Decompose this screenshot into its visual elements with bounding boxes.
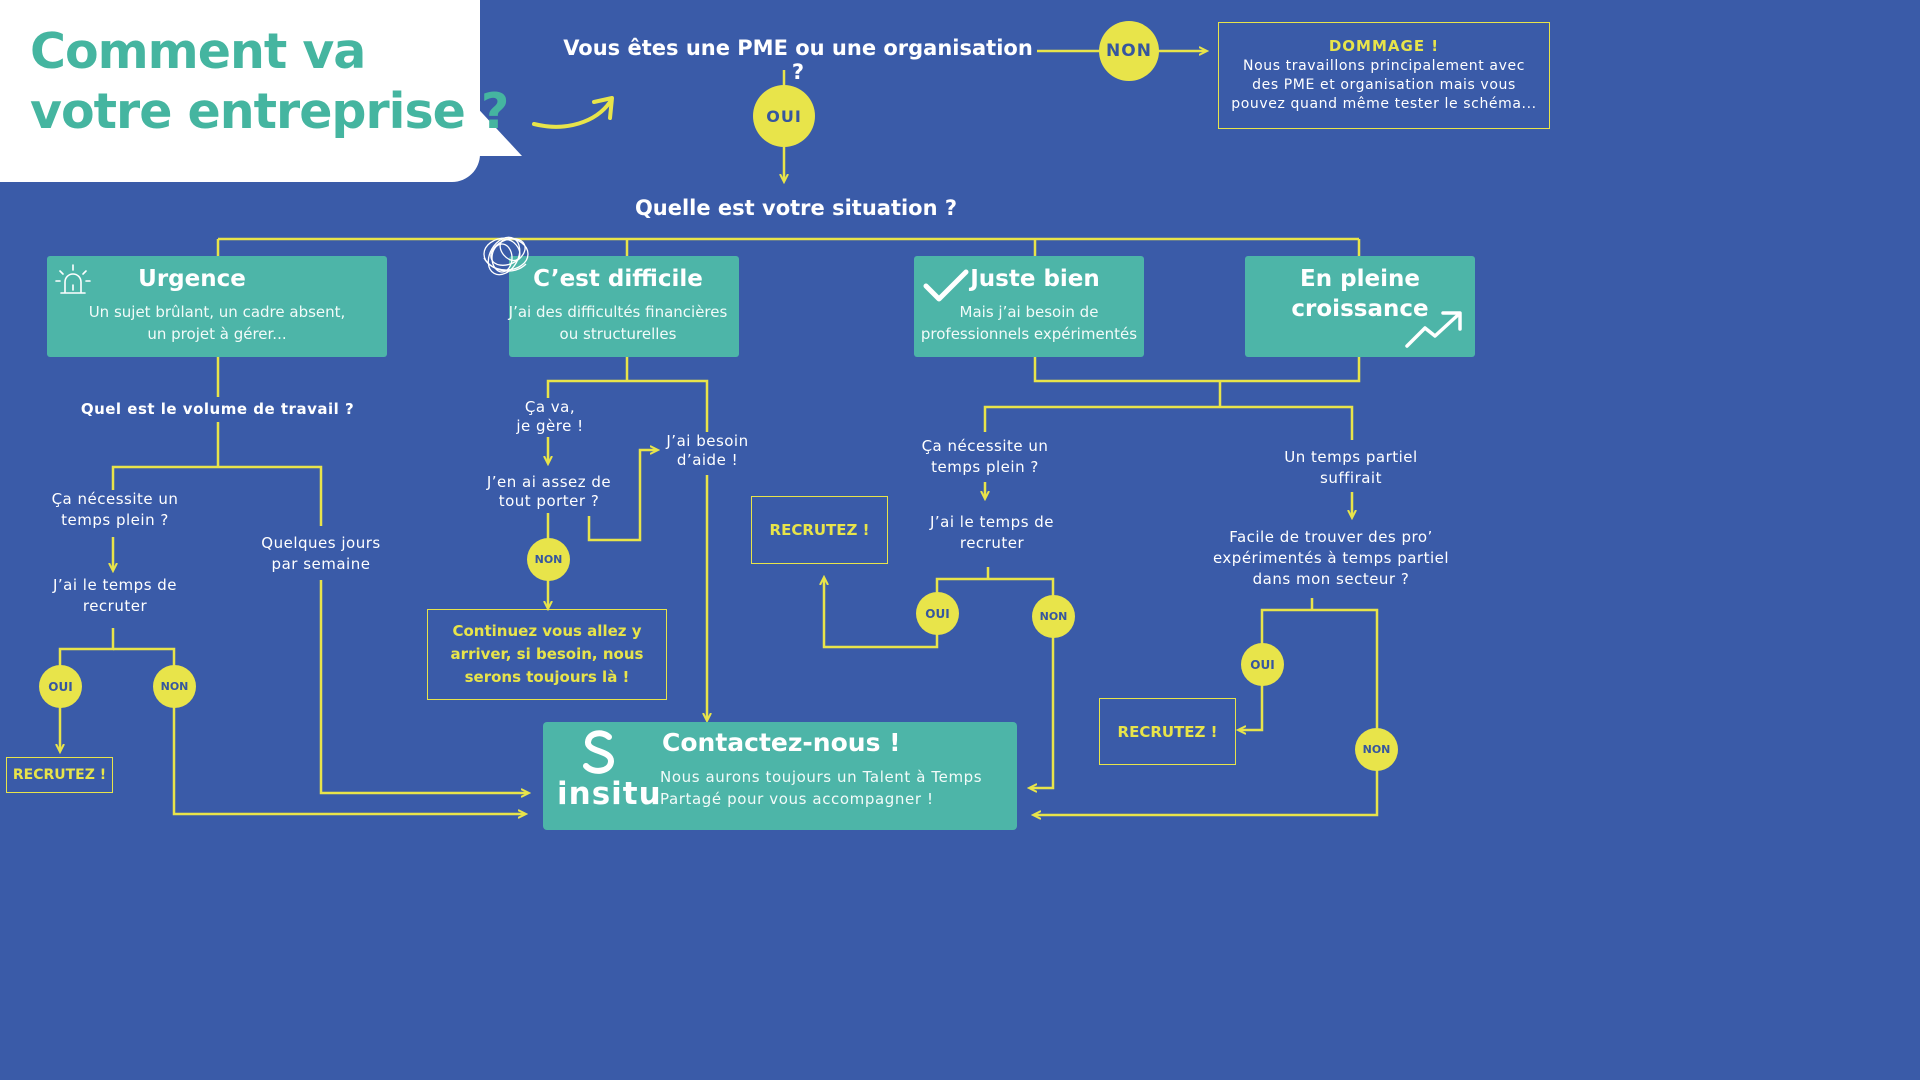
urgence-jours-line-2: par semaine <box>271 555 371 573</box>
bubble-tail <box>470 100 522 156</box>
facile-text: Facile de trouver des pro’ expérimentés … <box>1195 527 1467 590</box>
difficile-cava-line-1: Ça va, <box>524 398 576 416</box>
dommage-box: DOMMAGE ! Nous travaillons principalemen… <box>1218 22 1550 129</box>
circle-non-difficile: NON <box>527 538 570 581</box>
difficile-assez-line-2: tout porter ? <box>498 492 600 510</box>
card-croissance-title-2: croissance <box>1291 296 1429 322</box>
dommage-title: DOMMAGE ! <box>1328 37 1440 55</box>
contact-text: Nous aurons toujours un Talent à Temps P… <box>660 766 982 810</box>
scribble-icon <box>483 236 529 276</box>
recrutez-box-urgence: RECRUTEZ ! <box>6 757 113 793</box>
card-urgence-sub-1: Un sujet brûlant, un cadre absent, <box>88 303 346 321</box>
question-volume: Quel est le volume de travail ? <box>80 400 355 418</box>
urgence-jours-text: Quelques jours par semaine <box>236 533 406 575</box>
title-bubble <box>0 0 480 182</box>
question-situation: Quelle est votre situation ? <box>634 196 958 220</box>
card-difficile: C’est difficile J’ai des difficultés fin… <box>509 256 739 357</box>
facile-line-3: dans mon secteur ? <box>1252 570 1410 588</box>
card-difficile-sub-2: ou structurelles <box>559 325 677 343</box>
circle-non-partiel: NON <box>1355 728 1398 771</box>
card-difficile-title: C’est difficile <box>533 266 703 292</box>
partiel-line-2: suffirait <box>1320 469 1382 487</box>
juste-plein-line-2: temps plein ? <box>931 458 1039 476</box>
recrutez-box-partiel: RECRUTEZ ! <box>1099 698 1236 765</box>
partiel-line-1: Un temps partiel <box>1284 448 1418 466</box>
card-juste-sub-1: Mais j’ai besoin de <box>959 303 1099 321</box>
insitu-logo-icon <box>583 730 615 774</box>
juste-recruter-line-2: recruter <box>959 534 1025 552</box>
page-title: Comment va votre entreprise ? <box>30 22 509 142</box>
circle-oui-partiel: OUI <box>1241 643 1284 686</box>
siren-icon <box>55 264 91 294</box>
recrutez-box-juste-left: RECRUTEZ ! <box>751 496 888 564</box>
card-urgence-sub-2: un projet à gérer... <box>147 325 287 343</box>
contact-line-1: Nous aurons toujours un Talent à Temps <box>660 768 983 786</box>
difficile-cava-line-2: je gère ! <box>516 417 584 435</box>
urgence-recruter-line-1: J’ai le temps de <box>52 576 178 594</box>
question-pme: Vous êtes une PME ou une organisation ? <box>563 36 1033 84</box>
circle-oui-pme: OUI <box>753 85 815 147</box>
contact-box[interactable]: insitu Contactez-nous ! Nous aurons touj… <box>543 722 1017 830</box>
circle-non-urgence: NON <box>153 665 196 708</box>
juste-recruter-line-1: J’ai le temps de <box>929 513 1055 531</box>
circle-oui-urgence: OUI <box>39 665 82 708</box>
dommage-line-3: pouvez quand même tester le schéma... <box>1231 96 1537 112</box>
card-juste-bien: Juste bien Mais j’ai besoin de professio… <box>914 256 1144 357</box>
circle-oui-juste: OUI <box>916 592 959 635</box>
card-croissance-title-1: En pleine <box>1300 266 1420 292</box>
urgence-jours-line-1: Quelques jours <box>261 534 381 552</box>
card-urgence: Urgence Un sujet brûlant, un cadre absen… <box>47 256 387 357</box>
difficile-besoin-line-2: d’aide ! <box>676 451 739 469</box>
continuez-box: Continuez vous allez y arriver, si besoi… <box>427 609 667 700</box>
urgence-recruter-line-2: recruter <box>82 597 148 615</box>
card-urgence-title: Urgence <box>138 266 246 292</box>
curved-arrow-icon <box>532 96 614 129</box>
circle-non-pme: NON <box>1099 21 1159 81</box>
difficile-assez-line-1: J’en ai assez de <box>486 473 612 491</box>
difficile-assez-text: J’en ai assez de tout porter ? <box>468 473 630 511</box>
growth-arrow-icon <box>1405 311 1462 348</box>
urgence-recruter-text: J’ai le temps de recruter <box>20 575 210 617</box>
urgence-plein-text: Ça nécessite un temps plein ? <box>20 489 210 531</box>
urgence-plein-line-2: temps plein ? <box>61 511 169 529</box>
difficile-cava-text: Ça va, je gère ! <box>490 398 610 436</box>
dommage-line-2: des PME et organisation mais vous <box>1252 77 1516 93</box>
contact-title: Contactez-nous ! <box>662 728 901 757</box>
facile-line-2: expérimentés à temps partiel <box>1212 549 1450 567</box>
juste-recruter-text: J’ai le temps de recruter <box>897 512 1087 554</box>
dommage-line-1: Nous travaillons principalement avec <box>1243 58 1525 74</box>
urgence-plein-line-1: Ça nécessite un <box>51 490 179 508</box>
circle-non-juste: NON <box>1032 595 1075 638</box>
juste-plein-text: Ça nécessite un temps plein ? <box>895 436 1075 478</box>
card-juste-title: Juste bien <box>970 266 1100 292</box>
facile-line-1: Facile de trouver des pro’ <box>1229 528 1433 546</box>
difficile-besoin-line-1: J’ai besoin <box>666 432 749 450</box>
partiel-text: Un temps partiel suffirait <box>1262 447 1440 489</box>
card-difficile-sub-1: J’ai des difficultés financières <box>508 303 728 321</box>
checkmark-icon <box>923 269 969 302</box>
continuez-line-2: arriver, si besoin, nous <box>450 645 644 663</box>
insitu-logo-word: insitu <box>557 776 662 812</box>
card-juste-sub-2: professionnels expérimentés <box>920 325 1138 343</box>
flow-connectors <box>0 0 1379 882</box>
difficile-besoin-text: J’ai besoin d’aide ! <box>645 432 770 470</box>
continuez-line-3: serons toujours là ! <box>464 668 630 686</box>
dommage-text: Nous travaillons principalement avec des… <box>1231 57 1536 114</box>
contact-line-2: Partagé pour vous accompagner ! <box>660 790 934 808</box>
title-line-1: Comment va <box>30 23 366 80</box>
card-croissance: En pleine croissance <box>1245 256 1475 357</box>
juste-plein-line-1: Ça nécessite un <box>921 437 1049 455</box>
continuez-line-1: Continuez vous allez y <box>452 622 642 640</box>
title-line-2: votre entreprise ? <box>30 83 509 140</box>
